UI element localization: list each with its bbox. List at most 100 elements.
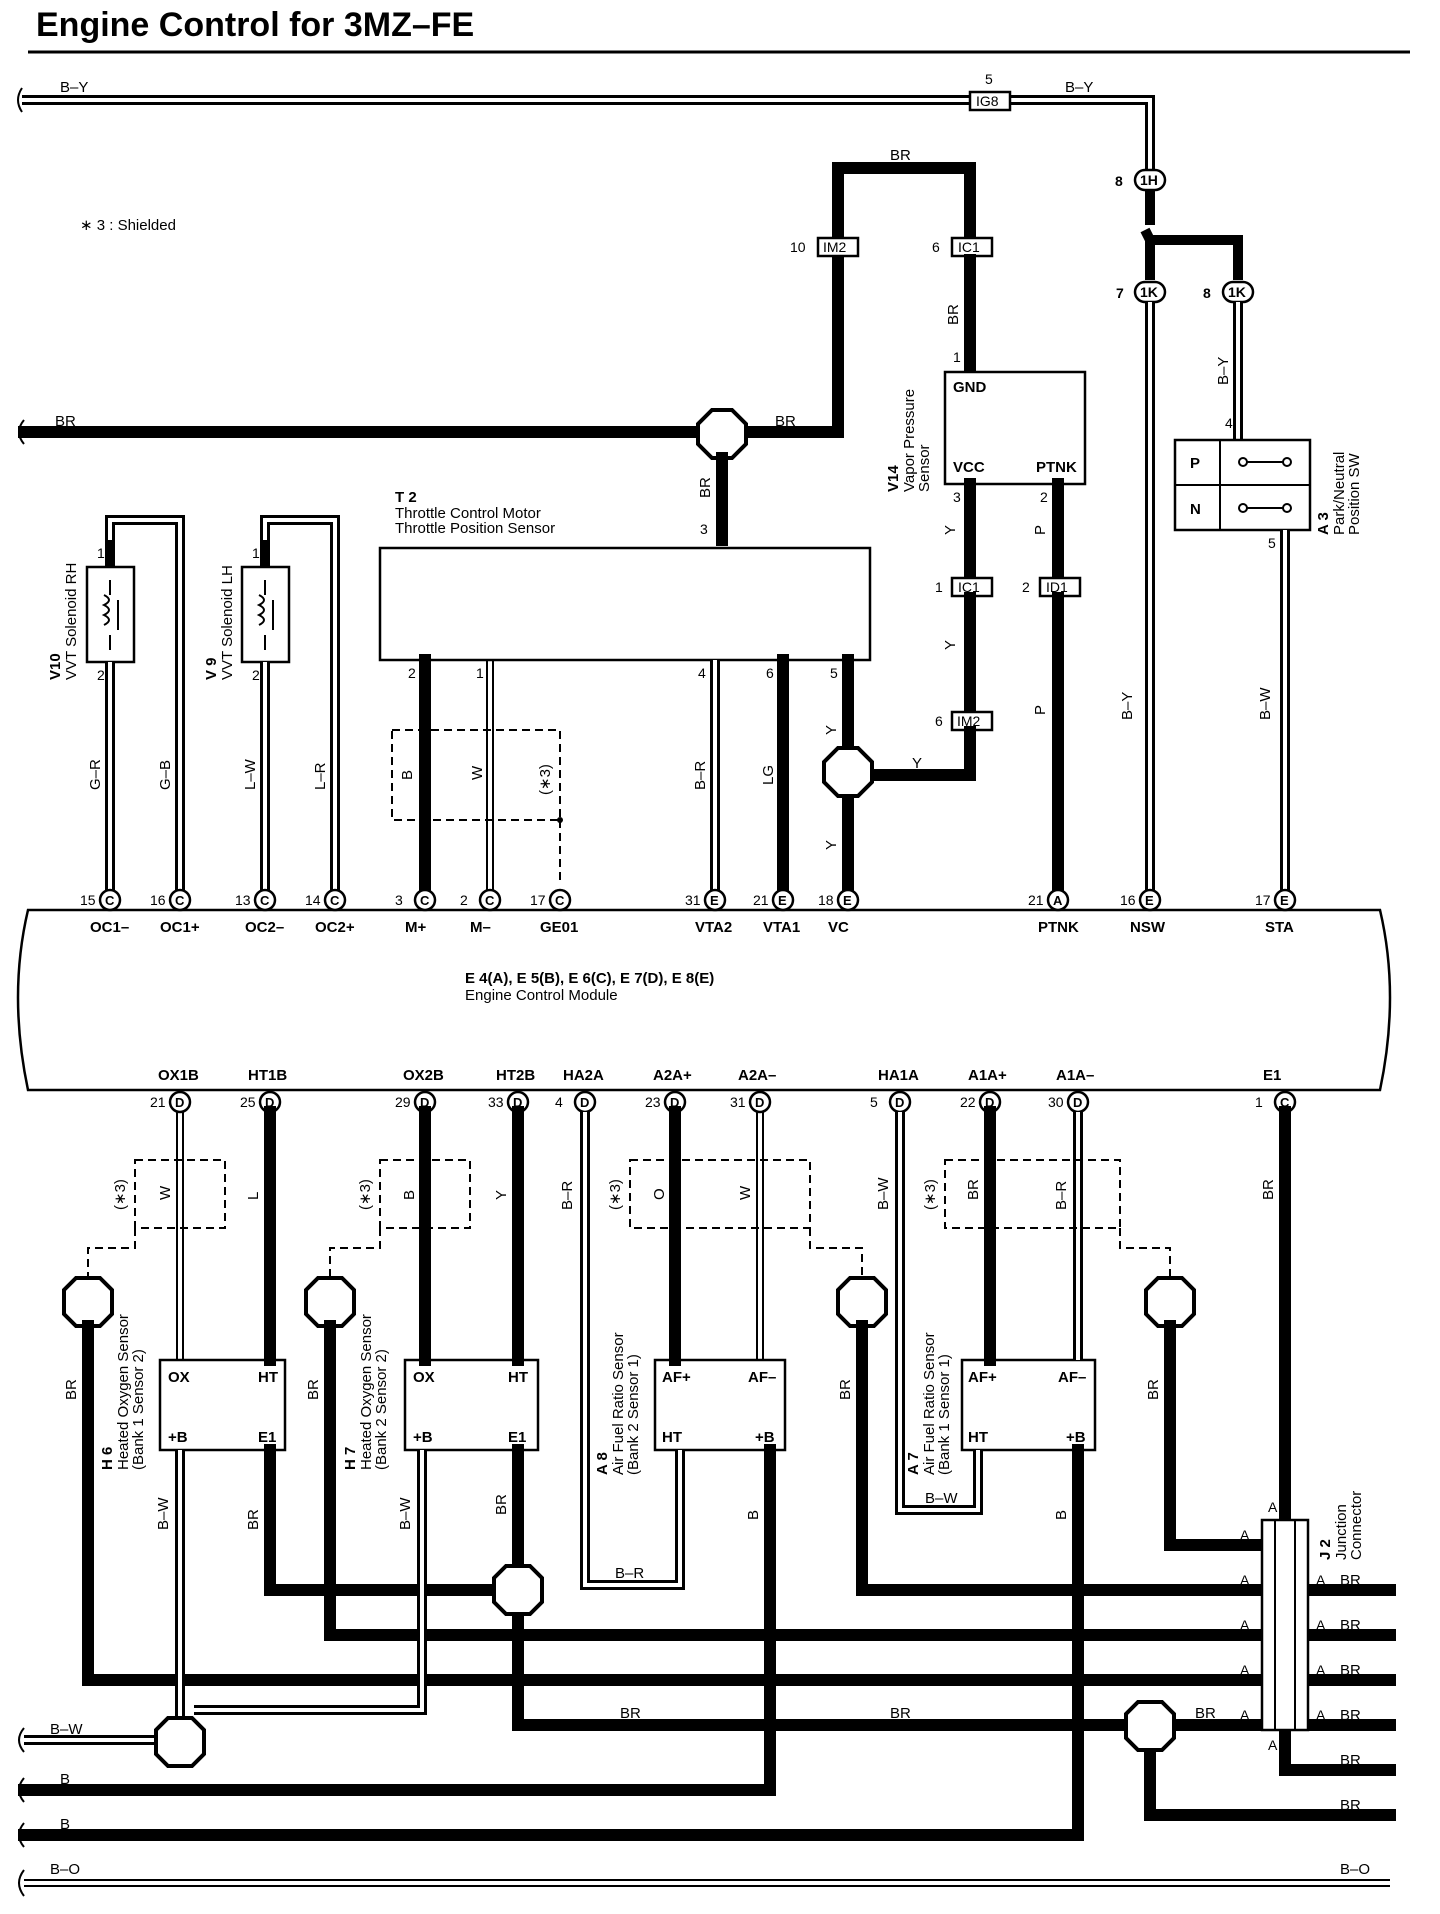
svg-text:HA2A: HA2A: [563, 1067, 604, 1084]
a3-code: A 3: [1315, 512, 1332, 535]
svg-text:2: 2: [1022, 579, 1030, 595]
svg-text:A: A: [1268, 1737, 1278, 1753]
svg-text:PTNK: PTNK: [1036, 459, 1077, 476]
svg-text:OX2B: OX2B: [403, 1067, 444, 1084]
connector-1k-a: 1K 7: [1116, 280, 1167, 304]
svg-text:W: W: [469, 765, 486, 780]
svg-text:16: 16: [150, 892, 166, 908]
h6-code: H 6: [99, 1447, 116, 1470]
svg-text:(∗3): (∗3): [607, 1179, 624, 1210]
svg-text:5: 5: [830, 665, 838, 681]
splice-h6-shield: [62, 1276, 114, 1328]
wire-b-y-top: [17, 87, 1155, 170]
svg-text:3: 3: [953, 489, 961, 505]
svg-text:A: A: [1240, 1707, 1250, 1723]
svg-text:B: B: [1053, 1510, 1070, 1520]
component-ecm: [16, 908, 1392, 1092]
svg-text:15: 15: [80, 892, 96, 908]
svg-text:G–B: G–B: [157, 760, 174, 790]
svg-text:M–: M–: [470, 919, 491, 936]
svg-text:HT: HT: [258, 1369, 278, 1386]
splice-e1: [1124, 1700, 1176, 1752]
svg-text:16: 16: [1120, 892, 1136, 908]
svg-text:D: D: [755, 1095, 764, 1110]
component-a7: AF+ AF– HT +B: [960, 1358, 1097, 1452]
svg-text:B–O: B–O: [1340, 1861, 1370, 1878]
svg-text:3: 3: [395, 892, 403, 908]
v9-name: VVT Solenoid LH: [219, 565, 236, 680]
ecm-pin-m+: C3M+: [395, 888, 437, 936]
connector-ic1-mid: IC1 1: [935, 576, 994, 598]
svg-text:B–R: B–R: [1053, 1181, 1070, 1210]
svg-text:1: 1: [1255, 1094, 1263, 1110]
a8-name2: (Bank 2 Sensor 1): [625, 1354, 642, 1475]
svg-text:E: E: [1145, 893, 1154, 908]
svg-text:BR: BR: [965, 1179, 982, 1200]
v14-code: V14: [885, 465, 902, 492]
component-t2: [378, 546, 872, 662]
svg-text:8: 8: [1203, 285, 1211, 301]
svg-text:+B: +B: [1066, 1429, 1086, 1446]
svg-text:D: D: [670, 1095, 679, 1110]
svg-text:N: N: [1190, 501, 1201, 518]
svg-text:13: 13: [235, 892, 251, 908]
svg-text:(∗3): (∗3): [537, 764, 554, 795]
component-a8: AF+ AF– HT +B: [653, 1358, 787, 1452]
svg-text:IC1: IC1: [958, 239, 980, 255]
svg-text:D: D: [513, 1095, 522, 1110]
svg-text:OX1B: OX1B: [158, 1067, 199, 1084]
svg-text:4: 4: [1225, 415, 1233, 431]
h7-code: H 7: [342, 1447, 359, 1470]
a3-name2: Position SW: [1346, 452, 1363, 535]
svg-text:1K: 1K: [1140, 284, 1158, 300]
svg-text:VTA1: VTA1: [763, 919, 800, 936]
component-a3: P N: [1173, 438, 1312, 532]
svg-text:E: E: [843, 893, 852, 908]
svg-text:VTA2: VTA2: [695, 919, 732, 936]
svg-text:1: 1: [97, 545, 105, 561]
svg-text:A1A+: A1A+: [968, 1067, 1007, 1084]
component-v14: GND VCC PTNK: [943, 370, 1087, 486]
svg-text:A: A: [1240, 1527, 1250, 1543]
svg-text:W: W: [737, 1185, 754, 1200]
a3-name1: Park/Neutral: [1331, 452, 1348, 535]
svg-text:O: O: [651, 1188, 668, 1200]
svg-text:6: 6: [935, 713, 943, 729]
svg-text:30: 30: [1048, 1094, 1064, 1110]
svg-text:33: 33: [488, 1094, 504, 1110]
svg-text:BR: BR: [1145, 1379, 1162, 1400]
svg-text:IM2: IM2: [957, 713, 981, 729]
svg-text:B–R: B–R: [615, 1565, 644, 1582]
svg-text:2: 2: [460, 892, 468, 908]
svg-text:HT1B: HT1B: [248, 1067, 287, 1084]
h7-name2: (Bank 2 Sensor 2): [373, 1349, 390, 1470]
svg-text:D: D: [175, 1095, 184, 1110]
svg-text:2: 2: [252, 667, 260, 683]
v14-name2: Sensor: [916, 444, 933, 492]
svg-text:1: 1: [476, 665, 484, 681]
svg-text:3: 3: [700, 521, 708, 537]
v9-code: V 9: [203, 657, 220, 680]
svg-text:B: B: [745, 1510, 762, 1520]
svg-text:A: A: [1053, 893, 1063, 908]
svg-text:BR: BR: [1340, 1662, 1361, 1679]
splice-a7-shield: [1144, 1276, 1196, 1328]
svg-text:BR: BR: [305, 1379, 322, 1400]
svg-text:BR: BR: [837, 1379, 854, 1400]
svg-text:B: B: [60, 1771, 70, 1788]
svg-text:(∗3): (∗3): [922, 1179, 939, 1210]
svg-text:5: 5: [1268, 535, 1276, 551]
h6-name1: Heated Oxygen Sensor: [115, 1314, 132, 1470]
svg-text:OX: OX: [168, 1369, 190, 1386]
svg-text:14: 14: [305, 892, 321, 908]
svg-text:A2A–: A2A–: [738, 1067, 776, 1084]
